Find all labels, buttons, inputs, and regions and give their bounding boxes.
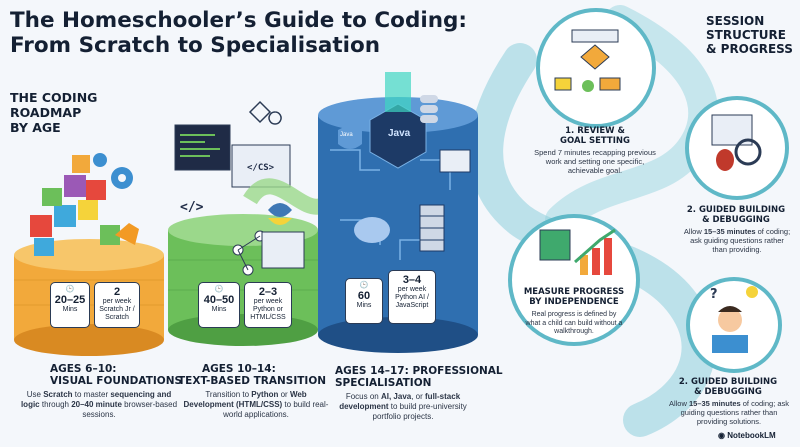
stage1-duration-card: 🕒 20–25 Mins bbox=[50, 282, 90, 328]
stage3-description: Focus on AI, Java, or full-stack develop… bbox=[339, 392, 467, 421]
python-logo-icon bbox=[268, 203, 292, 217]
clock-icon: 🕒 bbox=[359, 282, 369, 289]
tech-art bbox=[338, 72, 471, 252]
check-icon bbox=[582, 80, 594, 92]
clock-icon: 🕒 bbox=[65, 286, 75, 293]
toy-blocks-art bbox=[30, 153, 139, 256]
stage2-frequency-card: 2–3 per week Python or HTML/CSS bbox=[244, 282, 292, 328]
session-heading: SESSION STRUCTURE & PROGRESS bbox=[706, 14, 793, 56]
stage2-description: Transition to Python or Web Development … bbox=[183, 390, 329, 419]
logo-icon: ◉ bbox=[718, 431, 728, 440]
growth-arrow-icon bbox=[574, 228, 616, 264]
java-label: Java bbox=[388, 128, 411, 139]
code-screens-art bbox=[174, 100, 305, 276]
step2-circle bbox=[685, 96, 789, 200]
code-tag-label: </> bbox=[180, 200, 204, 215]
stage2-title: AGES 10–14: TEXT-BASED TRANSITION bbox=[178, 363, 327, 387]
step1-description: Spend 7 minutes recapping previous work … bbox=[534, 148, 656, 175]
notebooklm-logo: ◉ NotebookLM bbox=[718, 431, 776, 440]
magnifier-icon bbox=[734, 138, 762, 166]
stage2-duration-card: 🕒 40–50 Mins bbox=[198, 282, 240, 328]
ai-brain-icon bbox=[354, 217, 390, 243]
chip-icon bbox=[539, 229, 571, 261]
stage3-title: AGES 14–17: PROFESSIONAL SPECIALISATION bbox=[335, 365, 503, 389]
step4-title: 2. GUIDED BUILDING & DEBUGGING bbox=[678, 377, 778, 397]
step3-circle bbox=[508, 214, 640, 346]
step4-circle: ? bbox=[686, 277, 782, 373]
step2-description: Allow 15–35 minutes of coding; ask guidi… bbox=[683, 227, 791, 254]
clock-icon: 🕒 bbox=[214, 286, 224, 293]
step2-title: 2. GUIDED BUILDING & DEBUGGING bbox=[686, 205, 786, 225]
scratch-cat-icon bbox=[115, 223, 139, 245]
java-shield-icon bbox=[338, 124, 362, 149]
step4-description: Allow 15–35 minutes of coding; ask guidi… bbox=[668, 399, 790, 426]
step3-title: MEASURE PROGRESS BY INDEPENDENCE bbox=[523, 287, 625, 307]
stage1-description: Use Scratch to master sequencing and log… bbox=[20, 390, 178, 419]
stage1-frequency-card: 2 per week Scratch Jr / Scratch bbox=[94, 282, 140, 328]
step3-description: Real progress is defined by what a child… bbox=[525, 311, 623, 335]
child-avatar-icon bbox=[718, 308, 742, 332]
step1-circle bbox=[536, 8, 656, 128]
cs-tag-label: </CS> bbox=[247, 163, 275, 173]
step1-title: 1. REVIEW & GOAL SETTING bbox=[560, 126, 630, 146]
gear-icon bbox=[93, 153, 107, 167]
question-mark-icon: ? bbox=[710, 287, 718, 302]
stage3-frequency-card: 3–4 per week Python AI / JavaScript bbox=[388, 270, 436, 324]
stage3-duration-card: 🕒 60 Mins bbox=[345, 278, 383, 324]
page-title: The Homeschooler’s Guide to Coding: From… bbox=[10, 8, 468, 58]
bug-icon bbox=[716, 149, 734, 171]
stage1-title: AGES 6–10: VISUAL FOUNDATIONS bbox=[50, 363, 183, 387]
java-shield-label: Java bbox=[340, 132, 353, 138]
lightbulb-icon bbox=[746, 286, 758, 298]
roadmap-heading: THE CODING ROADMAP BY AGE bbox=[10, 90, 98, 135]
